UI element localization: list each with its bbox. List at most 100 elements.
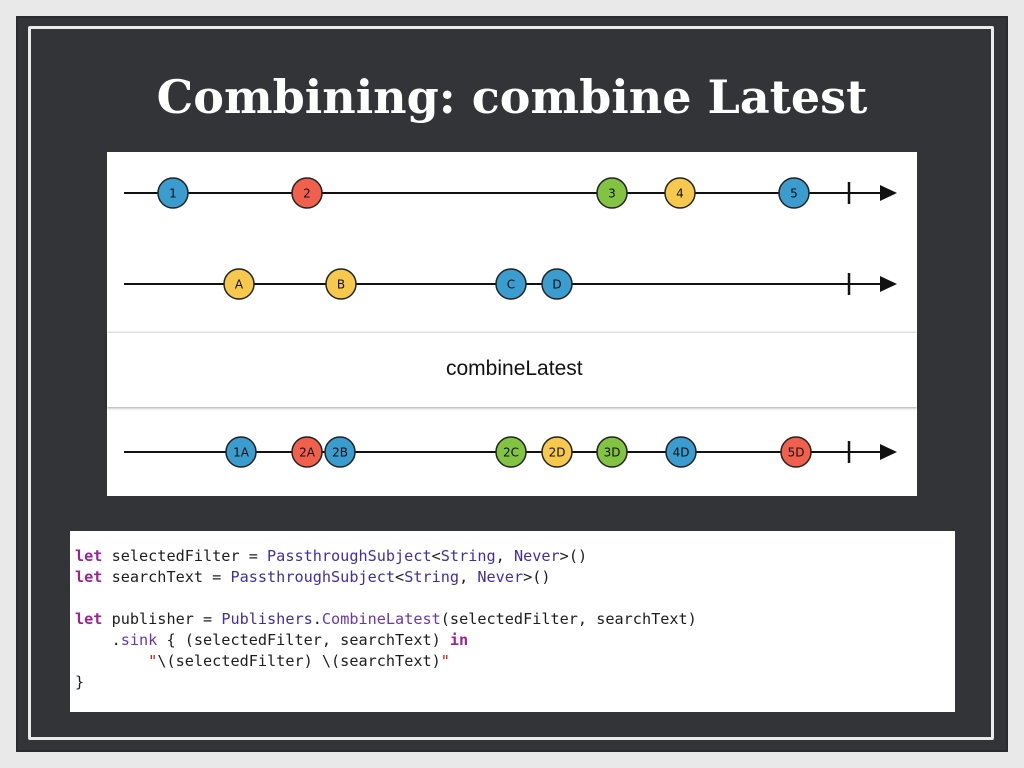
code-token: PassthroughSubject [230, 568, 396, 586]
code-line: "\(selectedFilter) \(searchText)" [75, 652, 450, 670]
marble: 2A [291, 436, 323, 468]
marble-label: 1A [233, 446, 250, 460]
marble: C [495, 268, 527, 300]
code-token: . [312, 610, 322, 628]
marble: 3 [596, 177, 628, 209]
marble: D [541, 268, 573, 300]
marble: 1A [225, 436, 257, 468]
marble-label: C [507, 278, 515, 292]
code-token: " [148, 652, 158, 670]
marble-label: 2A [299, 446, 316, 460]
code-token: , [495, 547, 514, 565]
marble-label: 4D [673, 446, 690, 460]
code-token: < [395, 568, 405, 586]
timeline-arrow-icon [880, 276, 897, 292]
marble-label: 2B [332, 446, 348, 460]
marble: B [325, 268, 357, 300]
marble-label: 4 [676, 187, 684, 201]
code-token: Never [513, 547, 560, 565]
code-token: " [440, 652, 450, 670]
code-token: searchText = [102, 568, 231, 586]
code-token: CombineLatest [321, 610, 441, 628]
code-token: { (selectedFilter, searchText) [157, 631, 450, 649]
marble-circle [225, 436, 257, 468]
marble-circle [596, 436, 628, 468]
marble-label: 3 [608, 187, 616, 201]
marble-circle [541, 268, 573, 300]
marble-circle [291, 177, 323, 209]
code-token: , [459, 568, 478, 586]
code-token [75, 652, 148, 670]
slide-title: Combining: combine Latest [156, 70, 868, 124]
code-line: let publisher = Publishers.CombineLatest… [75, 610, 697, 628]
code-token: let [75, 547, 103, 565]
marble-circle [495, 436, 527, 468]
marble-label: A [235, 278, 244, 292]
marble-label: 1 [169, 187, 177, 201]
marble: 5D [780, 436, 812, 468]
marble: 1 [157, 177, 189, 209]
marble-label: 2D [549, 446, 566, 460]
code-token: . [75, 631, 121, 649]
code-token: in [449, 631, 469, 649]
code-token: >() [559, 547, 588, 565]
marble-circle [541, 436, 573, 468]
marble-label: 3D [604, 446, 621, 460]
slide-frame [28, 26, 994, 740]
timeline-arrow-icon [880, 444, 897, 460]
marble: 2 [291, 177, 323, 209]
operator-label: combineLatest [446, 357, 583, 380]
marble: A [223, 268, 255, 300]
marble-label: D [552, 278, 561, 292]
marble-circle [665, 436, 697, 468]
marble: 4D [665, 436, 697, 468]
operator-box [107, 333, 917, 407]
marble-circle [325, 268, 357, 300]
marble-circle [291, 436, 323, 468]
marble-label: 2C [503, 446, 519, 460]
stream-1: 1 2 3 4 5 [124, 177, 897, 209]
marble-label: 2 [303, 187, 311, 201]
code-block: let selectedFilter = PassthroughSubject<… [75, 546, 697, 693]
code-line: let selectedFilter = PassthroughSubject<… [75, 547, 587, 565]
code-token: String [440, 547, 496, 565]
marble-circle [324, 436, 356, 468]
marble: 5 [778, 177, 810, 209]
code-token: String [404, 568, 460, 586]
marble-circle [596, 177, 628, 209]
marble: 2C [495, 436, 527, 468]
code-token: \(selectedFilter) \(searchText) [157, 652, 441, 670]
marble: 4 [664, 177, 696, 209]
code-token: Publishers [221, 610, 313, 628]
marble-circle [778, 177, 810, 209]
code-token: selectedFilter = [102, 547, 268, 565]
code-token: Never [477, 568, 524, 586]
marble-label: 5D [788, 446, 805, 460]
code-token: (selectedFilter, searchText) [440, 610, 697, 628]
code-line: } [75, 673, 84, 691]
marble: 2D [541, 436, 573, 468]
marble-circle [780, 436, 812, 468]
code-token: PassthroughSubject [267, 547, 432, 565]
code-token: } [75, 673, 85, 691]
code-line: .sink { (selectedFilter, searchText) in [75, 631, 469, 649]
code-token: >() [523, 568, 551, 586]
code-panel [70, 531, 955, 712]
code-token: < [431, 547, 441, 565]
stream-3: 1A 2A 2B 2C 2D 3D 4D 5D [124, 436, 897, 468]
marble-circle [223, 268, 255, 300]
code-token: sink [120, 631, 158, 649]
code-token: let [75, 568, 103, 586]
marble-label: 5 [790, 187, 798, 201]
timeline-arrow-icon [880, 185, 897, 201]
stream-2: A B C D [124, 268, 897, 300]
marble: 2B [324, 436, 356, 468]
marble-label: B [337, 278, 345, 292]
code-line: let searchText = PassthroughSubject<Stri… [75, 568, 551, 586]
marble: 3D [596, 436, 628, 468]
marble-circle [157, 177, 189, 209]
code-token: publisher = [102, 610, 222, 628]
marble-circle [495, 268, 527, 300]
